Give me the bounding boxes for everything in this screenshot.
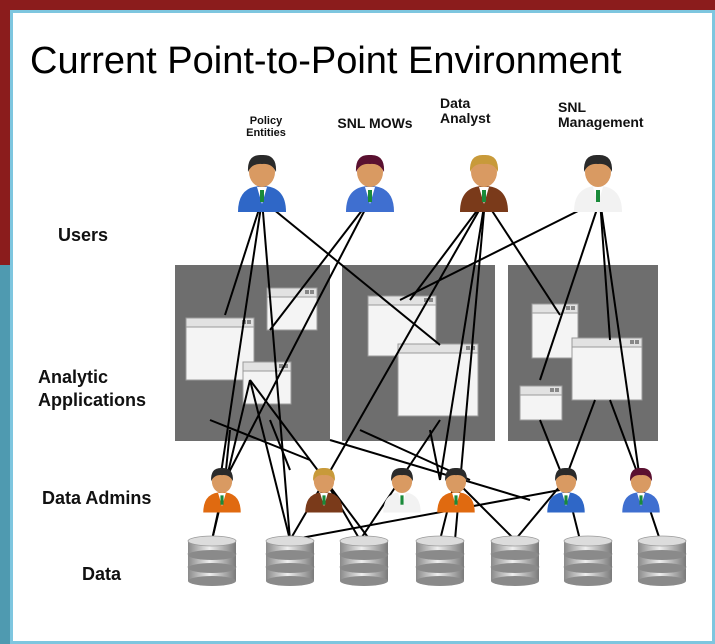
- connection-line: [224, 199, 263, 316]
- connection-line: [261, 199, 441, 346]
- user-avatar-policy-entities: [238, 154, 286, 212]
- connection-line: [359, 479, 401, 541]
- user-label-line: Management: [558, 113, 644, 130]
- database-icon: [563, 535, 613, 586]
- user-avatar-snl-mows: [346, 154, 394, 212]
- slide-title: Current Point-to-Point Environment: [30, 40, 622, 82]
- user-label-snl-management: SNL Management: [558, 100, 678, 129]
- row-label-analytic-applications: Analytic Applications: [38, 366, 146, 413]
- user-avatar-snl-management: [574, 154, 622, 212]
- app-window: [531, 303, 579, 359]
- connection-line: [599, 199, 611, 341]
- user-label-snl-mows: SNL MOWs: [320, 116, 430, 131]
- connection-line: [224, 199, 371, 481]
- app-window: [519, 385, 563, 421]
- connection-line: [599, 199, 641, 481]
- database-icon: [415, 535, 465, 586]
- connection-line: [249, 379, 291, 541]
- top-accent-band: [0, 0, 715, 10]
- connection-line: [609, 399, 641, 481]
- database-icon: [265, 535, 315, 586]
- data-admin-avatar: [437, 468, 475, 513]
- user-label-line: Entities: [246, 126, 286, 139]
- connection-line: [539, 419, 561, 471]
- data-admin-avatar: [547, 468, 585, 513]
- connection-line: [564, 399, 596, 481]
- connection-line: [399, 199, 601, 301]
- data-admin-avatar: [383, 468, 421, 513]
- data-admin-avatar: [622, 468, 660, 513]
- connection-line: [324, 199, 486, 481]
- data-admin-avatar: [203, 468, 241, 513]
- connection-line: [329, 439, 531, 501]
- user-label-data-analyst: Data Analyst: [440, 96, 510, 125]
- user-label-line: Policy: [249, 115, 283, 127]
- user-label-line: SNL: [558, 99, 586, 115]
- connection-line: [219, 199, 263, 481]
- database-icon: [339, 535, 389, 586]
- database-icon: [490, 535, 540, 586]
- connection-line: [429, 429, 441, 481]
- connection-line: [261, 199, 291, 541]
- connection-line: [454, 479, 516, 541]
- connection-line: [409, 199, 486, 301]
- connection-line: [439, 199, 486, 481]
- user-label-line: Analyst: [440, 109, 491, 126]
- connection-line: [539, 199, 601, 381]
- row-label-line: Applications: [38, 390, 147, 411]
- row-label-data: Data: [82, 564, 122, 584]
- user-label-policy-entities: Policy Entities: [236, 115, 296, 139]
- user-avatar-data-analyst: [460, 154, 508, 212]
- database-icon: [637, 535, 687, 586]
- connection-line: [484, 199, 561, 316]
- databases: [187, 535, 687, 586]
- row-label-users: Users: [58, 225, 109, 245]
- user-label-line: SNL MOWs: [337, 115, 413, 131]
- app-window: [571, 337, 643, 401]
- database-icon: [187, 535, 237, 586]
- connection-line: [269, 199, 371, 331]
- connection-line: [289, 489, 561, 541]
- connection-line: [209, 419, 311, 461]
- row-label-data-admins: Data Admins: [42, 488, 152, 508]
- data-admin-avatar: [305, 468, 343, 513]
- connection-line: [269, 419, 291, 471]
- people: [203, 154, 660, 513]
- row-label-line: Analytic: [38, 367, 109, 387]
- app-window: [397, 343, 479, 417]
- user-label-line: Data: [440, 95, 471, 111]
